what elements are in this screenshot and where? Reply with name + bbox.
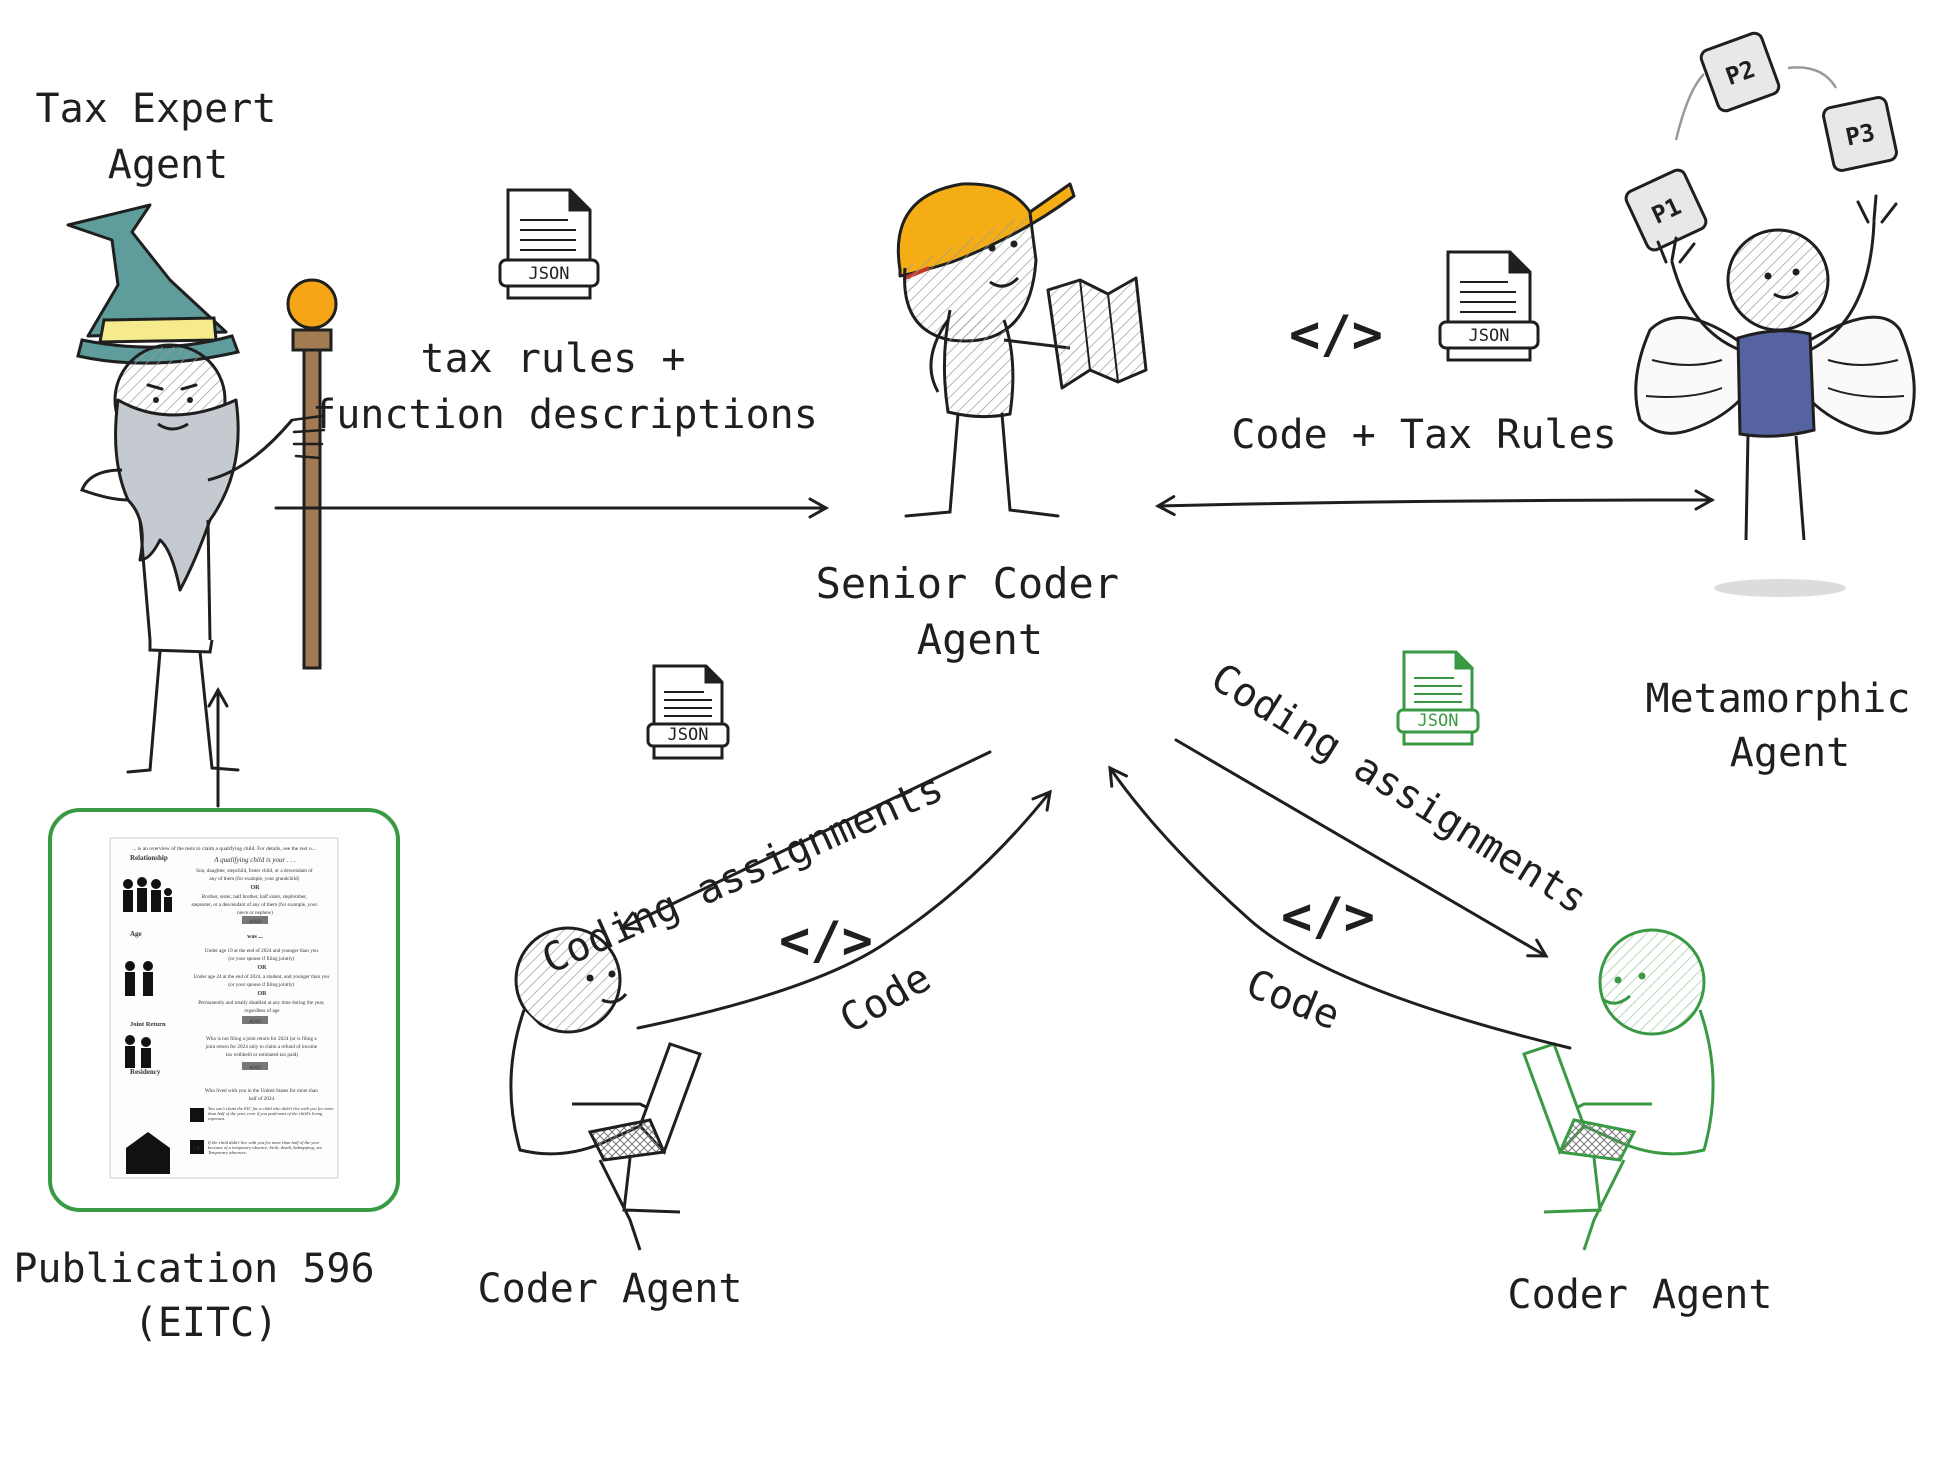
coder-left-label: Coder Agent — [478, 1266, 743, 1312]
edge-code-right — [1108, 765, 1572, 1050]
edges — [207, 489, 1716, 1050]
doc-and-3: AND — [249, 1065, 261, 1071]
tax-expert-label: Tax Expert Agent — [36, 86, 301, 188]
doc-or-1: OR — [251, 885, 261, 891]
family-icon — [123, 877, 172, 912]
coder-right-label: Coder Agent — [1508, 1272, 1773, 1318]
metamorphic-agent: P1 P2 P3 Metamorphic Agent — [1624, 31, 1935, 776]
edge-label-senior-metamorphic: Code + Tax Rules — [1231, 412, 1616, 458]
wing-left-icon — [1634, 316, 1742, 435]
code-icon: </> — [779, 911, 873, 971]
page-card-p3: P3 — [1822, 96, 1898, 172]
doc-jr-text: Who is not filing a joint return for 202… — [205, 1035, 319, 1058]
couple-icon — [125, 1035, 151, 1068]
metamorphic-label: Metamorphic Agent — [1646, 676, 1935, 776]
coder-agent-left: Coder Agent — [478, 926, 743, 1312]
doc-section-age: Age — [130, 930, 142, 938]
doc-rel-title: A qualifying child is your . . . — [213, 856, 296, 864]
code-icon: </> — [1289, 305, 1383, 365]
wing-right-icon — [1808, 315, 1916, 435]
edge-assign-right — [1174, 738, 1549, 958]
svg-text:P3: P3 — [1843, 118, 1877, 151]
code-icon: </> — [1281, 887, 1375, 947]
svg-text:</>: </> — [1281, 887, 1375, 947]
edge-assign-left — [619, 750, 992, 931]
doc-or-2: OR — [258, 965, 268, 971]
edge-senior-metamorphic — [1154, 489, 1716, 517]
json-file-icon: JSON — [646, 664, 730, 760]
json-file-icon: JSON — [498, 188, 600, 300]
svg-text:</>: </> — [1289, 305, 1383, 365]
coder-agent-right: Coder Agent — [1508, 928, 1773, 1318]
edge-code-left — [636, 789, 1052, 1030]
doc-note-1: You can't claim the EIC for a child who … — [208, 1106, 334, 1121]
svg-text:JSON: JSON — [668, 725, 709, 745]
edge-label-tax-to-senior: tax rules + function descriptions — [312, 336, 818, 438]
doc-tip: TIP — [193, 1147, 201, 1152]
doc-and-2: AND — [249, 1019, 261, 1025]
svg-text:</>: </> — [779, 911, 873, 971]
doc-section-residency: Residency — [130, 1068, 161, 1076]
edge-label-code-right: Code — [1240, 961, 1347, 1040]
edge-label-assign-left: Coding assignments — [535, 765, 950, 983]
house-icon — [126, 1132, 170, 1174]
doc-was: was ... — [247, 934, 263, 940]
wizard-hat-icon — [66, 203, 228, 338]
map-icon — [1046, 276, 1148, 390]
svg-text:JSON: JSON — [529, 264, 570, 284]
doc-or-3: OR — [258, 991, 268, 997]
page-card-p2: P2 — [1699, 31, 1781, 113]
doc-section-joint-return: Joint Return — [130, 1021, 166, 1028]
doc-res-text: Who lived with you in the United States … — [205, 1087, 319, 1102]
senior-coder-label: Senior Coder Agent — [816, 559, 1145, 664]
beard-icon — [114, 398, 240, 592]
students-icon — [125, 961, 153, 996]
senior-coder-agent: Senior Coder Agent — [816, 182, 1148, 664]
doc-rel-text: Son, daughter, stepchild, foster child, … — [192, 867, 319, 916]
json-file-icon: JSON — [1396, 650, 1480, 746]
staff-orb-icon — [286, 278, 338, 330]
tax-expert-agent: Tax Expert Agent — [36, 86, 338, 774]
svg-text:JSON: JSON — [1469, 326, 1510, 346]
publication-596: ... is an overview of the tests to claim… — [13, 808, 400, 1346]
doc-section-relationship: Relationship — [130, 854, 168, 862]
json-file-icon: JSON — [1438, 250, 1540, 362]
doc-age-text: Under age 19 at the end of 2024 and youn… — [194, 947, 331, 1014]
doc-header: ... is an overview of the tests to claim… — [132, 845, 316, 852]
shirt-icon — [1736, 329, 1816, 438]
publication-caption: Publication 596 (EITC) — [13, 1246, 398, 1346]
page-card-p1: P1 — [1624, 168, 1708, 252]
doc-and-1: AND — [249, 919, 261, 925]
doc-note-2: If the child didn't live with you for mo… — [208, 1140, 323, 1155]
svg-text:JSON: JSON — [1418, 711, 1459, 731]
